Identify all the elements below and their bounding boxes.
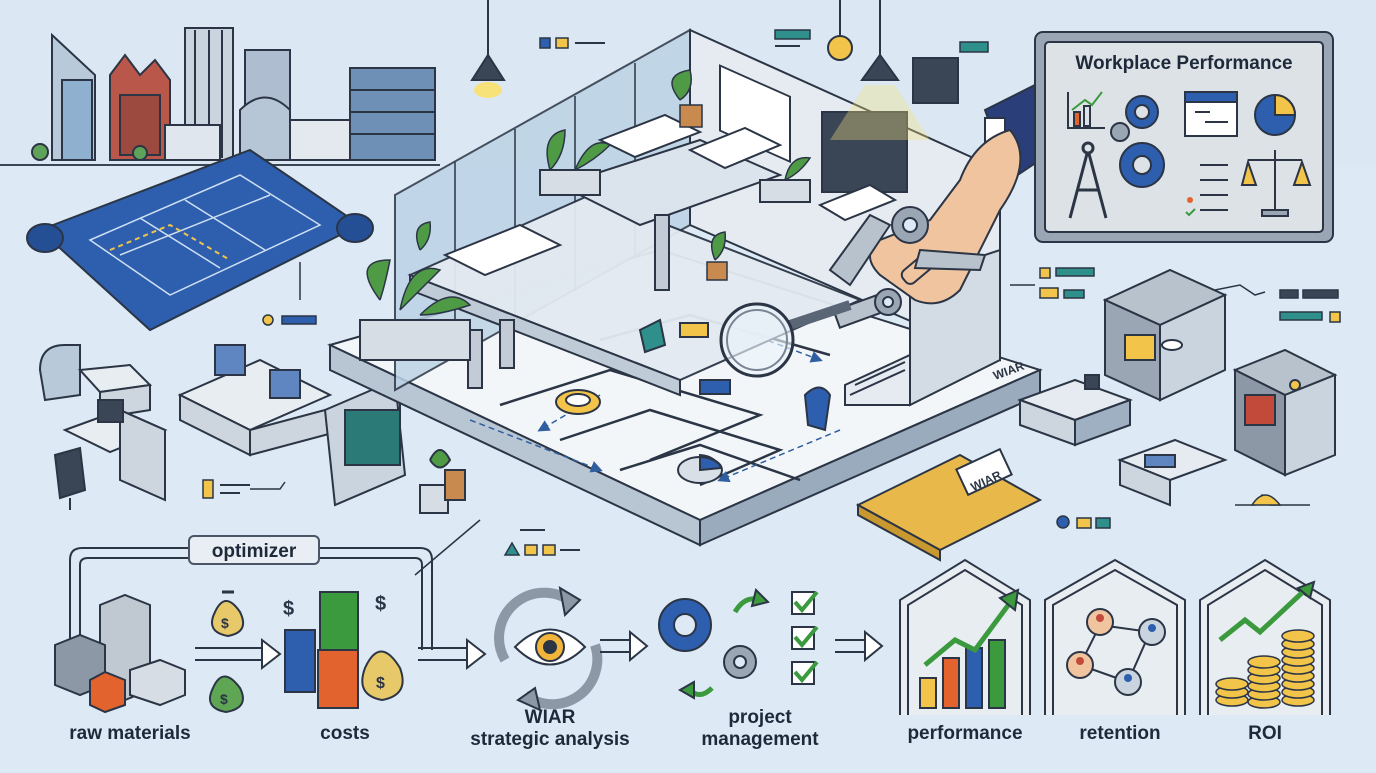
svg-text:$: $	[283, 598, 294, 620]
pendant-lamps	[470, 0, 959, 140]
benches-right	[1017, 374, 1228, 507]
project-label: project	[728, 707, 792, 728]
plants	[366, 69, 812, 316]
project-gears-icon	[658, 588, 770, 700]
info-tags-right	[1010, 267, 1341, 323]
optimizer-label: optimizer	[188, 535, 320, 565]
magnifier-icon	[719, 300, 852, 378]
raw-materials-label: raw materials	[69, 723, 191, 744]
lounge-chair	[38, 344, 153, 420]
city-skyline	[31, 27, 436, 161]
eye-cycle-icon	[494, 586, 603, 712]
svg-text:$: $	[375, 593, 386, 615]
performance-frame-icon	[899, 558, 1031, 715]
checklist-mini-icon	[1185, 164, 1228, 217]
performance-board	[1034, 31, 1334, 243]
booth-pod-bottom	[1232, 348, 1338, 477]
coin-stack-icon	[1215, 629, 1315, 709]
wiar-label: WIAR	[524, 707, 576, 728]
workstations-left	[177, 344, 407, 507]
folder-icon	[855, 447, 1043, 562]
info-tags-top	[539, 29, 989, 53]
booth-pod-top	[1102, 268, 1228, 402]
optimizer-loop	[69, 547, 433, 690]
checklist-icon	[791, 590, 819, 685]
pie-chart-icon	[1254, 93, 1297, 136]
desk-chair-left	[53, 399, 168, 510]
plant-left	[419, 449, 466, 514]
svg-text:$: $	[221, 615, 229, 631]
compass-icon	[1068, 141, 1108, 219]
svg-text:$: $	[376, 675, 385, 692]
raw-materials-icon	[54, 593, 186, 714]
info-tag-bottom	[503, 529, 580, 556]
calendar-icon	[1184, 91, 1238, 137]
gear-icon	[874, 206, 929, 316]
roi-label: ROI	[1248, 723, 1282, 744]
retention-label: retention	[1079, 723, 1161, 744]
costs-label: costs	[320, 723, 370, 744]
management-label: management	[701, 729, 819, 750]
bar-chart-icon	[1067, 91, 1105, 129]
gears-icon	[1110, 95, 1165, 188]
money-bag-icon: $ $	[209, 590, 244, 714]
retention-frame-icon	[1044, 558, 1186, 715]
strategic-analysis-label: strategic analysis	[470, 729, 630, 750]
scale-icon	[1240, 150, 1312, 217]
cost-bars-icon: $ $ $	[283, 591, 404, 709]
board-title: Workplace Performance	[1075, 53, 1293, 74]
performance-label: performance	[907, 723, 1023, 744]
floor-plan-props	[555, 322, 731, 484]
svg-text:$: $	[220, 691, 228, 707]
blueprint-icon	[26, 148, 374, 332]
